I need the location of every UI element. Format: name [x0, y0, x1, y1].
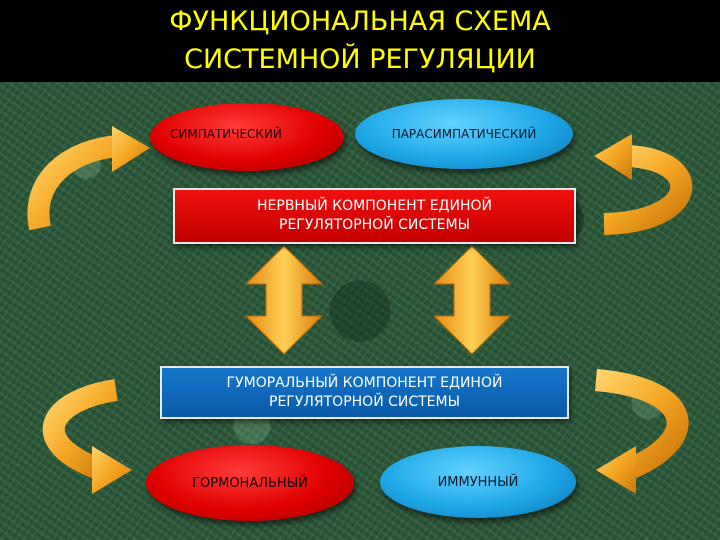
- curved-arrow-bottom-right-icon: [594, 369, 689, 494]
- immune-oval: ИММУННЫЙ: [380, 446, 576, 518]
- curved-arrow-top-left-icon: [27, 126, 150, 231]
- curved-arrow-top-right-icon: [594, 134, 693, 235]
- double-arrow-left-icon: [244, 245, 324, 355]
- parasympathetic-oval: ПАРАСИМПАТИЧЕСКИЙ: [355, 99, 573, 169]
- hormonal-oval: ГОРМОНАЛЬНЫЙ: [146, 445, 354, 521]
- title-line-1: ФУНКЦИОНАЛЬНАЯ СХЕМА: [169, 6, 551, 37]
- curved-arrow-bottom-left-icon: [42, 379, 132, 494]
- title-line-2: СИСТЕМНОЙ РЕГУЛЯЦИИ: [184, 44, 536, 75]
- humoral-component-line-1: ГУМОРАЛЬНЫЙ КОМПОНЕНТ ЕДИНОЙ: [226, 374, 503, 391]
- double-arrow-right-icon: [432, 245, 512, 355]
- humoral-component-box: ГУМОРАЛЬНЫЙ КОМПОНЕНТ ЕДИНОЙ РЕГУЛЯТОРНО…: [160, 366, 569, 419]
- parasympathetic-label: ПАРАСИМПАТИЧЕСКИЙ: [391, 127, 537, 141]
- immune-label: ИММУННЫЙ: [437, 474, 519, 490]
- hormonal-label: ГОРМОНАЛЬНЫЙ: [192, 475, 308, 491]
- title-bar: ФУНКЦИОНАЛЬНАЯ СХЕМА СИСТЕМНОЙ РЕГУЛЯЦИИ: [0, 0, 720, 82]
- humoral-component-line-2: РЕГУЛЯТОРНОЙ СИСТЕМЫ: [269, 393, 460, 410]
- nervous-component-line-1: НЕРВНЫЙ КОМПОНЕНТ ЕДИНОЙ: [257, 198, 492, 214]
- nervous-component-box: НЕРВНЫЙ КОМПОНЕНТ ЕДИНОЙ РЕГУЛЯТОРНОЙ СИ…: [173, 188, 576, 244]
- sympathetic-oval: СИМПАТИЧЕСКИЙ: [150, 103, 344, 171]
- nervous-component-line-2: РЕГУЛЯТОРНОЙ СИСТЕМЫ: [279, 217, 470, 233]
- sympathetic-label: СИМПАТИЧЕСКИЙ: [170, 127, 282, 141]
